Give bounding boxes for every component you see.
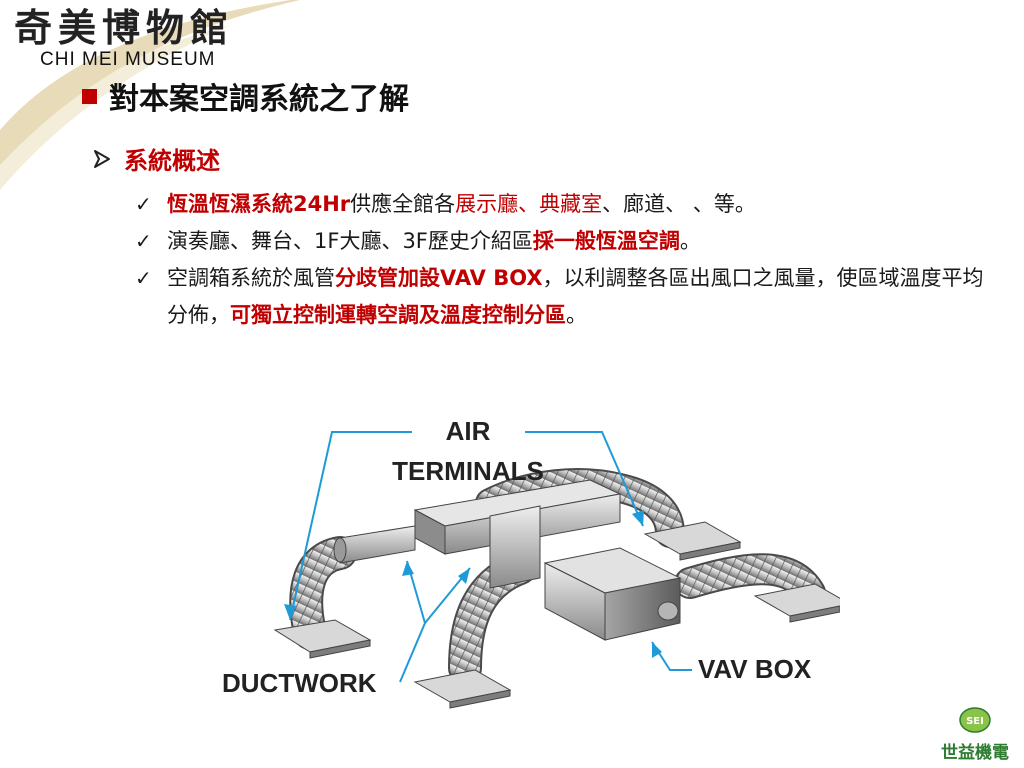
bullet-segment: 。 — [566, 303, 587, 327]
check-icon: ✓ — [135, 229, 152, 253]
bullet-segment: 恆溫恆濕系統24Hr — [167, 192, 351, 216]
bullet-list: ✓ 恆溫恆濕系統24Hr供應全館各展示廳、典藏室、廊道、 、等。 ✓ 演奏廳、舞… — [135, 186, 985, 334]
section-heading: 系統概述 — [92, 141, 220, 176]
bullet-item: ✓ 演奏廳、舞台、1F大廳、3F歷史介紹區採一般恆溫空調。 — [135, 223, 985, 260]
air-terminal — [643, 521, 742, 561]
bullet-segment: 空調箱系統於風管 — [167, 266, 335, 290]
slide-title: 對本案空調系統之了解 — [82, 74, 409, 118]
chi-mei-logo: 奇美博物館 CHI MEI MUSEUM — [14, 6, 234, 70]
main-trunk-duct — [413, 479, 622, 589]
brand-name: 世益機電 — [941, 743, 1009, 763]
decorative-swoosh — [0, 0, 300, 190]
section-heading-text: 系統概述 — [124, 147, 220, 175]
air-terminal — [753, 583, 840, 623]
label-ductwork: DUCTWORK — [222, 668, 377, 698]
bullet-segment: 可獨立控制運轉空調及溫度控制分區 — [230, 303, 566, 327]
label-air-terminals-line1: AIR — [446, 416, 491, 446]
logo-english-name: CHI MEI MUSEUM — [40, 49, 216, 70]
red-square-icon — [82, 88, 97, 104]
callout-arrowheads — [284, 510, 662, 658]
brand-logo: SEI 世益機電 — [930, 706, 1020, 763]
check-icon: ✓ — [135, 266, 152, 290]
sei-emblem-icon: SEI — [959, 707, 991, 733]
label-vav-box: VAV BOX — [698, 654, 812, 684]
check-icon: ✓ — [135, 192, 152, 216]
air-terminal — [413, 669, 512, 709]
bullet-segment: 分歧管加設VAV BOX — [335, 266, 543, 290]
brand-mark: SEI — [966, 716, 984, 727]
rigid-duct — [333, 525, 416, 564]
bullet-segment: 採一般恆溫空調 — [532, 229, 680, 253]
bullet-segment: 展示廳、典藏室 — [455, 192, 603, 216]
bullet-segment: 。 — [679, 229, 701, 253]
vav-box — [543, 547, 682, 641]
slide-title-text: 對本案空調系統之了解 — [109, 82, 409, 117]
logo-chinese-name: 奇美博物館 — [14, 5, 235, 50]
bullet-segment: 、廊道、 、等。 — [602, 192, 756, 216]
bullet-item: ✓ 恆溫恆濕系統24Hr供應全館各展示廳、典藏室、廊道、 、等。 — [135, 186, 985, 223]
air-terminal — [273, 619, 372, 659]
bullet-segment: 供應全館各 — [350, 192, 456, 216]
flex-duct — [289, 468, 826, 685]
hvac-diagram: AIR TERMINALS DUCTWORK VAV BOX — [222, 416, 840, 709]
bullet-segment: ，以利調整各區出風口之風量，使區域溫度平均分佈， — [167, 266, 984, 327]
bullet-item: ✓ 空調箱系統於風管分歧管加設VAV BOX，以利調整各區出風口之風量，使區域溫… — [135, 260, 985, 334]
label-air-terminals-line2: TERMINALS — [392, 456, 544, 486]
bullet-segment: 演奏廳、舞台、1F大廳、3F歷史介紹區 — [167, 229, 533, 253]
arrow-right-icon — [94, 149, 110, 168]
